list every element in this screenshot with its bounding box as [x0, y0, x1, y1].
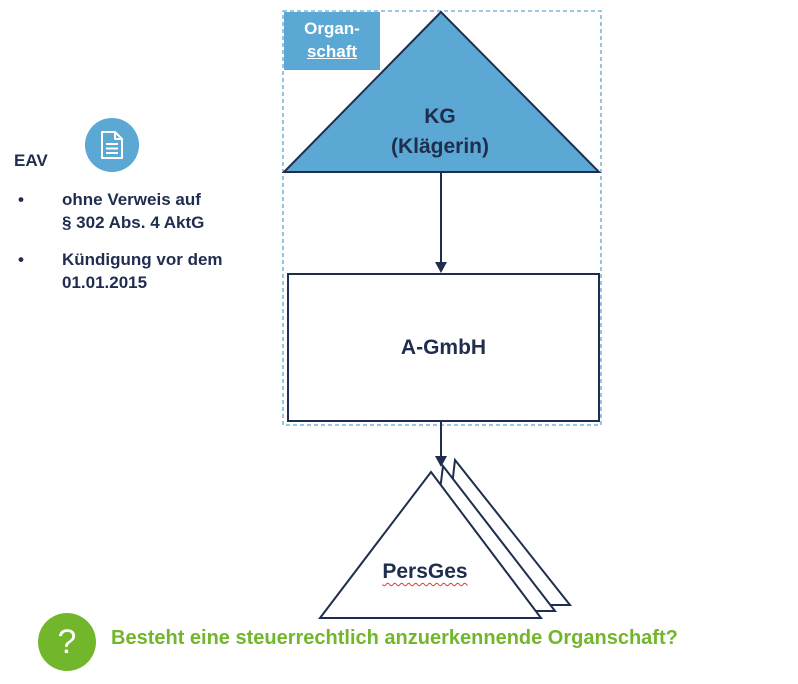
persges-label: PersGes [360, 560, 490, 584]
eav-bullet-line1: Kündigung vor dem [62, 250, 223, 269]
eav-bullet-item: • ohne Verweis auf § 302 Abs. 4 AktG [14, 188, 284, 234]
question-icon: ? [38, 613, 96, 671]
persges-label-text: PersGes [382, 560, 468, 583]
eav-title: EAV [14, 151, 48, 170]
kg-label: KG (Klägerin) [355, 102, 525, 162]
eav-bullet-line1: ohne Verweis auf [62, 190, 201, 209]
gmbh-box: A-GmbH [287, 273, 600, 422]
arrowhead-gmbh-to-persges [435, 456, 447, 467]
document-icon [85, 118, 139, 172]
question-text: Besteht eine steuerrechtlich anzuerkenne… [111, 627, 678, 649]
eav-bullet-line2: 01.01.2015 [62, 273, 148, 292]
organschaft-label-line2: schaft [306, 42, 358, 61]
arrowhead-kg-to-gmbh [435, 262, 447, 273]
eav-bullet-list: • ohne Verweis auf § 302 Abs. 4 AktG • K… [14, 188, 284, 308]
bullet-marker: • [18, 190, 24, 209]
organschaft-label: Organ- schaft [284, 12, 380, 70]
organschaft-label-line1: Organ- [304, 19, 360, 38]
eav-bullet-item: • Kündigung vor dem 01.01.2015 [14, 248, 284, 294]
kg-label-line1: KG [424, 105, 456, 128]
gmbh-label: A-GmbH [400, 335, 487, 359]
bullet-marker: • [18, 250, 24, 269]
persges-triangle-front [317, 470, 544, 619]
eav-bullet-line2: § 302 Abs. 4 AktG [62, 213, 205, 232]
kg-label-line2: (Klägerin) [390, 135, 489, 158]
question-icon-glyph: ? [57, 622, 77, 661]
